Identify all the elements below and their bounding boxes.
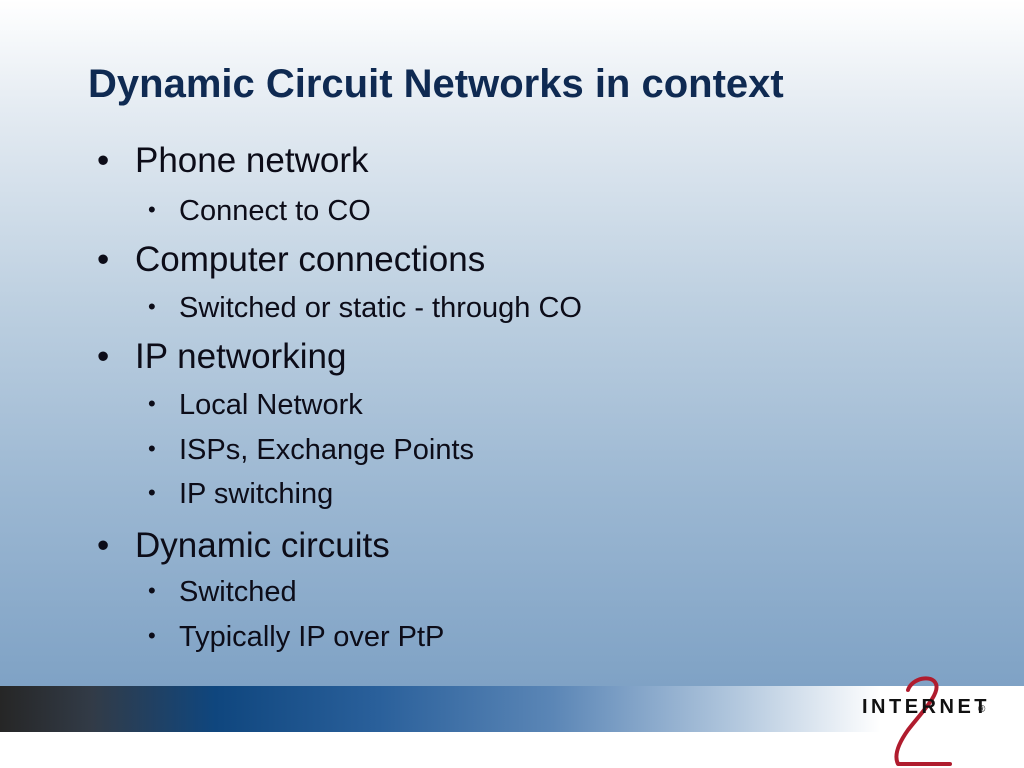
bullet-icon: •	[148, 578, 156, 603]
logo-wordmark: INTERNET	[862, 696, 990, 718]
sub-bullet-label: Switched	[179, 576, 297, 608]
bullet-icon: •	[148, 623, 156, 648]
bullet-item-phone-network: • Phone network	[97, 141, 369, 181]
sub-bullet-label: Local Network	[179, 389, 363, 421]
bullet-label: Computer connections	[135, 240, 486, 279]
bullet-item-computer-connections: • Computer connections	[97, 240, 486, 280]
bullet-label: Phone network	[135, 141, 369, 180]
sub-bullet-item-connect-to-co: • Connect to CO	[148, 195, 371, 228]
bullet-icon: •	[97, 526, 110, 565]
bullet-label: Dynamic circuits	[135, 526, 390, 565]
registered-mark: ®	[978, 704, 986, 715]
internet2-numeral-icon	[894, 676, 952, 766]
bullet-icon: •	[148, 391, 156, 416]
bullet-item-ip-networking: • IP networking	[97, 337, 347, 377]
sub-bullet-item-local-network: • Local Network	[148, 389, 363, 422]
sub-bullet-item-switched: • Switched	[148, 576, 297, 609]
bullet-icon: •	[148, 480, 156, 505]
bullet-icon: •	[148, 294, 156, 319]
bullet-icon: •	[148, 197, 156, 222]
sub-bullet-label: IP switching	[179, 478, 334, 510]
bullet-list: • Phone network • Connect to CO • Comput…	[97, 141, 582, 654]
sub-bullet-item-ip-switching: • IP switching	[148, 478, 334, 511]
bullet-item-dynamic-circuits: • Dynamic circuits	[97, 526, 390, 566]
bullet-icon: •	[97, 337, 110, 376]
sub-bullet-label: Typically IP over PtP	[179, 621, 445, 653]
bullet-icon: •	[97, 141, 110, 180]
sub-bullet-item-typically-ip-over-ptp: • Typically IP over PtP	[148, 621, 445, 654]
footer-gradient-band	[0, 686, 1024, 732]
sub-bullet-label: Connect to CO	[179, 195, 371, 227]
slide-background	[0, 0, 1024, 686]
sub-bullet-label: ISPs, Exchange Points	[179, 434, 474, 466]
bullet-icon: •	[97, 240, 110, 279]
footer-white-strip	[0, 732, 1024, 768]
sub-bullet-item-switched-or-static: • Switched or static - through CO	[148, 292, 582, 325]
slide-title: Dynamic Circuit Networks in context	[88, 62, 784, 106]
sub-bullet-item-isps-exchange-points: • ISPs, Exchange Points	[148, 434, 474, 467]
internet2-logo: INTERNET ®	[850, 672, 1000, 768]
bullet-icon: •	[148, 436, 156, 461]
bullet-label: IP networking	[135, 337, 347, 376]
sub-bullet-label: Switched or static - through CO	[179, 292, 582, 324]
